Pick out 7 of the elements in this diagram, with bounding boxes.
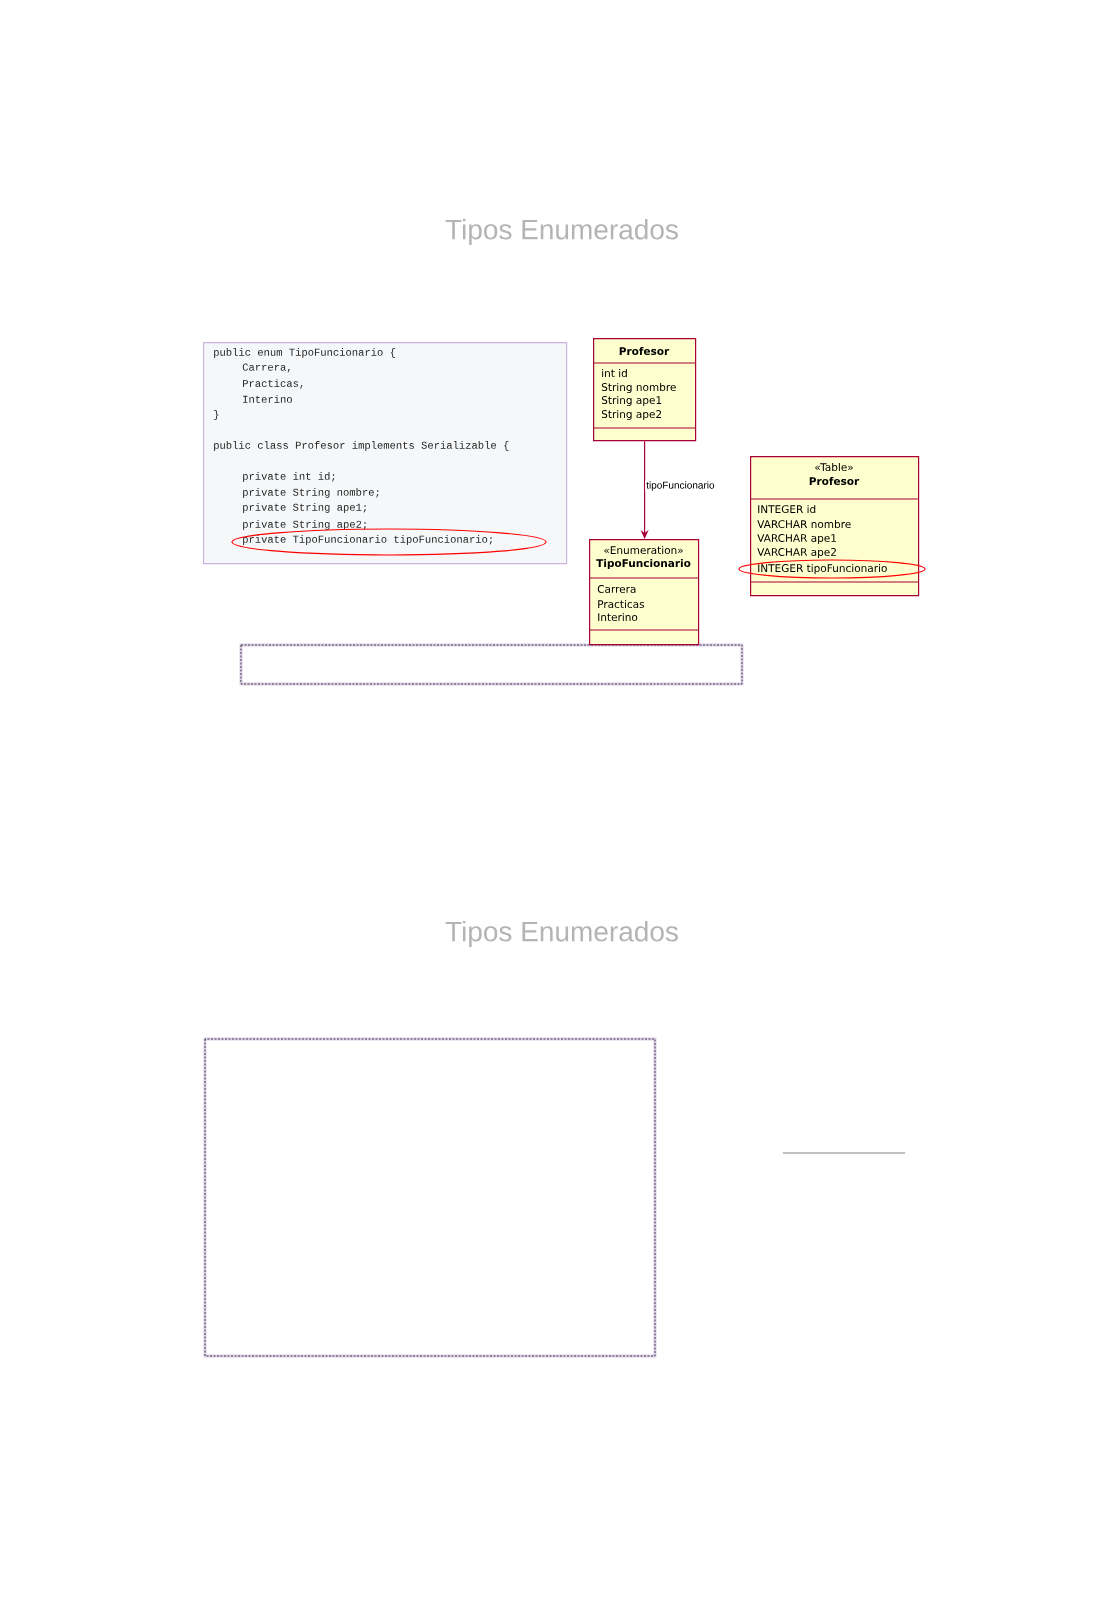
class-box: «Table» Profesor INTEGER id VARCHAR nombre VARCHAR ape1 VARCHAR ape2 INTEGER tipoFuncionario: [749, 456, 920, 597]
code-listing: public enum TipoFuncionario { Carrera, Practicas, Interino } public class Profesor implements Serializable { private int id; private String nombre; private String ape1; private String ape2; private TipoFuncionario tipoFuncionario;: [203, 342, 568, 565]
class-box: Profesor int id String nombre String ape1 String ape2: [592, 338, 697, 442]
class-box: «Enumeration» TipoFuncionario Carrera Practicas Interino: [588, 539, 700, 646]
edge-label: tipoFuncionario: [645, 480, 716, 492]
slide-title: Tipos Enumerados: [445, 218, 678, 246]
slide-title: Tipos Enumerados: [445, 920, 678, 948]
